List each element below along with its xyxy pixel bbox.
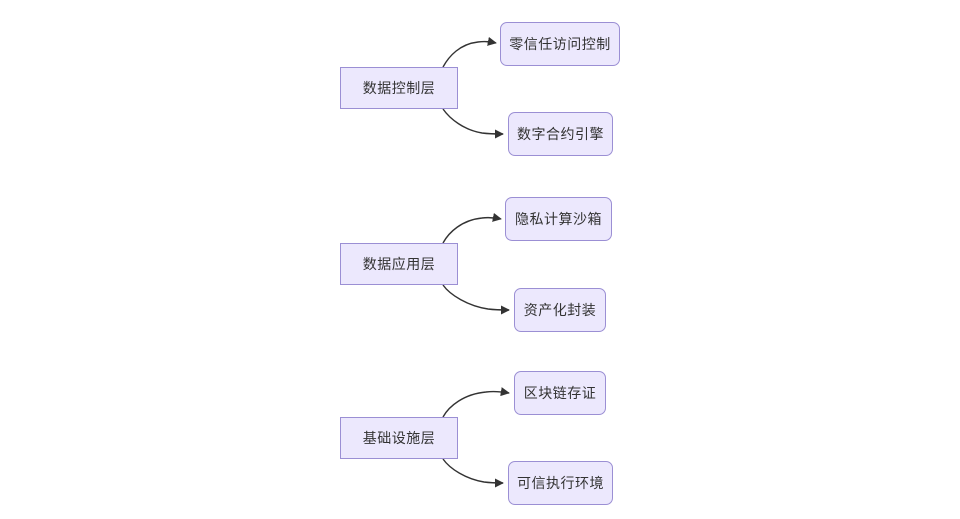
node-data-application-layer[interactable]: 数据应用层 [340,243,458,285]
node-trusted-execution-environment[interactable]: 可信执行环境 [508,461,613,505]
node-data-control-layer[interactable]: 数据控制层 [340,67,458,109]
node-asset-encapsulation[interactable]: 资产化封装 [514,288,606,332]
node-label: 数据应用层 [362,256,436,272]
node-label: 零信任访问控制 [509,36,611,52]
node-blockchain-evidence[interactable]: 区块链存证 [514,371,606,415]
node-label: 资产化封装 [523,302,597,318]
edge-control-to-contract-engine [442,108,504,139]
node-label: 数字合约引擎 [517,126,604,142]
node-privacy-computing-sandbox[interactable]: 隐私计算沙箱 [505,197,612,241]
node-label: 隐私计算沙箱 [515,211,602,227]
edge-application-to-sandbox [442,212,502,244]
node-zero-trust-access-control[interactable]: 零信任访问控制 [500,22,620,66]
node-label: 区块链存证 [523,385,597,401]
edge-control-to-zero-trust [442,36,497,68]
node-digital-contract-engine[interactable]: 数字合约引擎 [508,112,613,156]
node-label: 基础设施层 [362,430,436,446]
edge-infrastructure-to-tee [442,458,504,488]
edge-infrastructure-to-blockchain [442,387,510,418]
node-label: 可信执行环境 [517,475,604,491]
edge-application-to-asset [442,284,510,315]
node-label: 数据控制层 [362,80,436,96]
node-infrastructure-layer[interactable]: 基础设施层 [340,417,458,459]
